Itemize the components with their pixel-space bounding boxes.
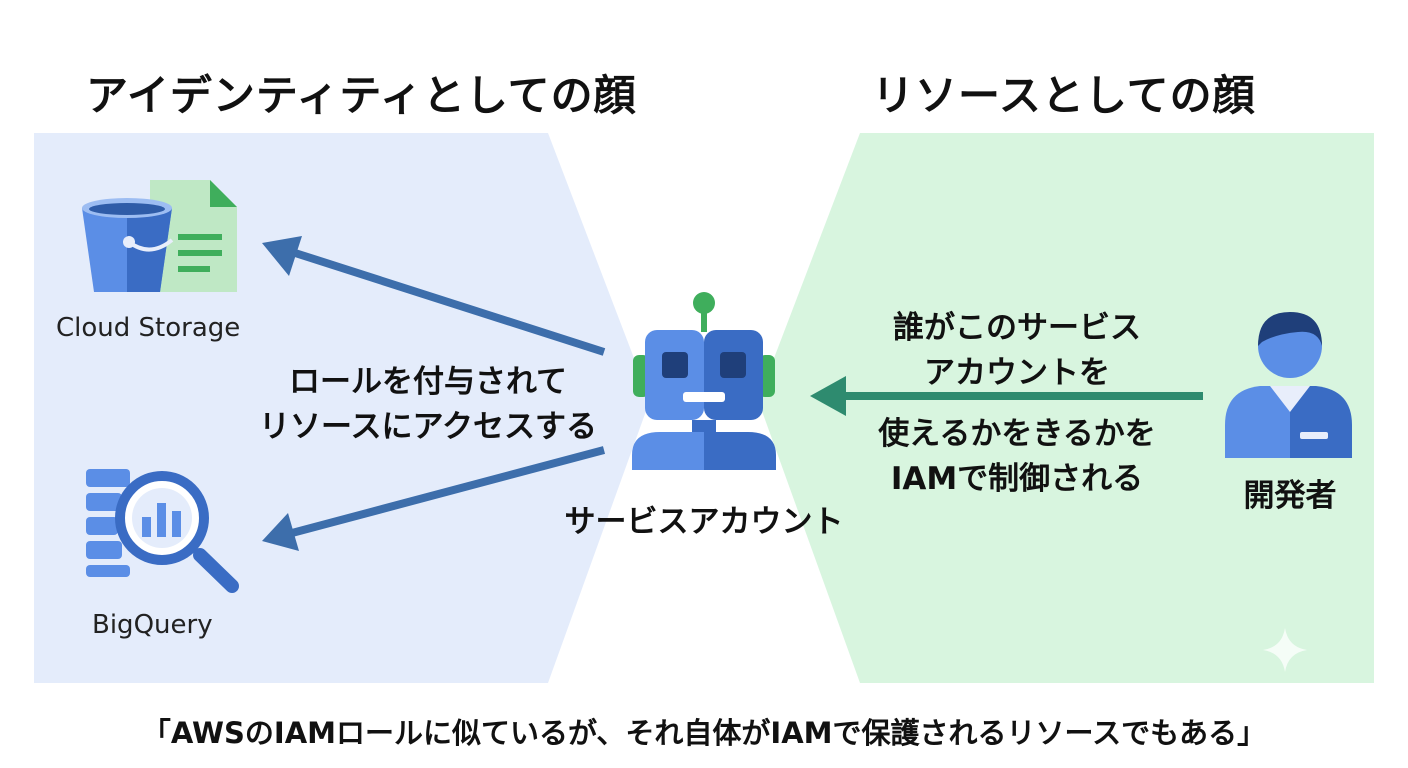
developer-label: 開発者 (1243, 478, 1337, 514)
service-account-label: サービスアカウント (564, 504, 844, 540)
right-caption-bottom-line1: 使えるかをきるかを (878, 416, 1156, 452)
bigquery-icon (86, 469, 239, 593)
right-caption-top: 誰がこのサービス アカウントを (852, 306, 1182, 396)
bucket-icon (82, 198, 174, 292)
arrow-from-developer (810, 376, 1203, 416)
footer-quote: 「AWSのIAMロールに似ているが、それ自体がIAMで保護されるリソースでもある… (141, 716, 1267, 750)
right-caption-top-line1: 誰がこのサービス (893, 310, 1141, 346)
bigquery-label: BigQuery (92, 610, 213, 640)
robot-icon (632, 292, 776, 470)
developer-icon (1225, 312, 1352, 458)
resource-heading: リソースとしての顔 (872, 71, 1256, 120)
right-caption-bottom: 使えるかをきるかを IAMで制御される (852, 412, 1182, 502)
sparkle-icon (1263, 628, 1307, 672)
cloud-storage-label: Cloud Storage (56, 313, 241, 343)
left-caption-line2: リソースにアクセスする (259, 408, 597, 445)
right-caption-bottom-line2: IAMで制御される (890, 460, 1144, 497)
identity-heading: アイデンティティとしての顔 (86, 71, 637, 120)
arrow-to-bigquery (262, 446, 606, 551)
resource-panel (758, 133, 1374, 683)
left-caption-line1: ロールを付与されて (288, 364, 568, 400)
right-caption-top-line2: アカウントを (924, 354, 1110, 391)
arrow-to-storage (262, 236, 606, 356)
left-caption: ロールを付与されて リソースにアクセスする (248, 360, 608, 450)
